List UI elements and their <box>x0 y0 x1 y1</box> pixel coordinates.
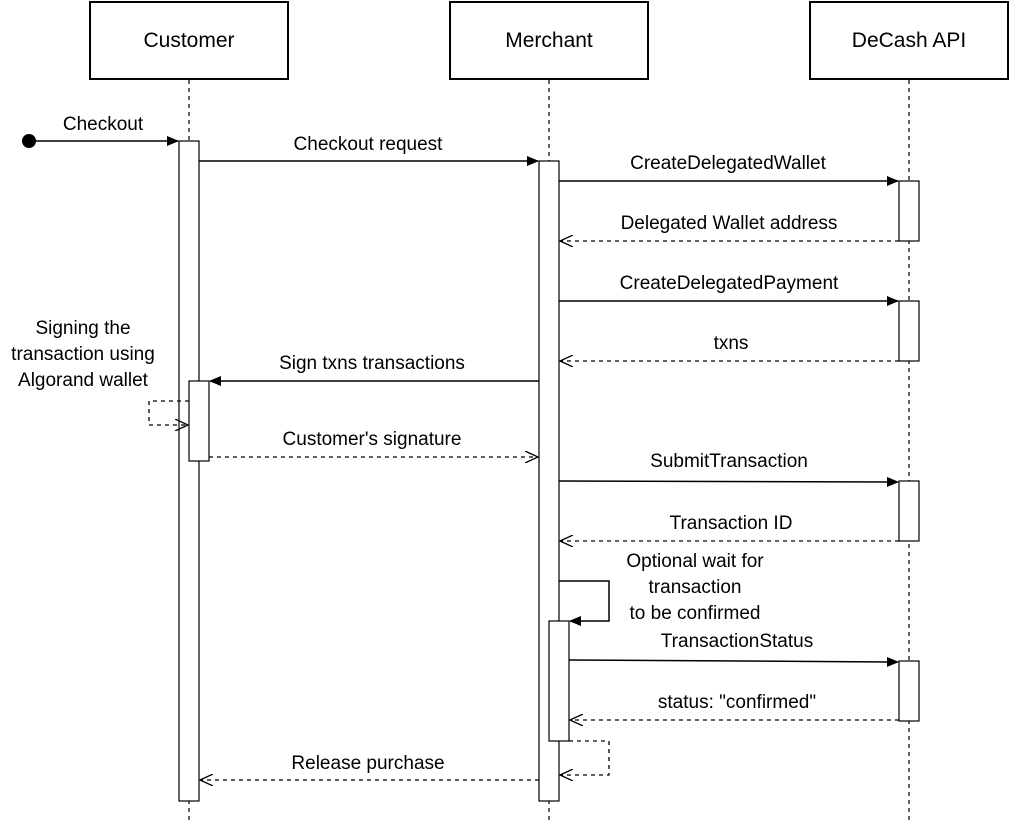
wait-note-line1: Optional wait for <box>626 551 764 572</box>
delegated-wallet-address-label: Delegated Wallet address <box>621 213 838 234</box>
decash-activation-submit <box>898 480 920 542</box>
participant-merchant: Merchant <box>449 1 649 80</box>
signing-note-line1: Signing the <box>35 318 130 339</box>
create-delegated-payment-label: CreateDelegatedPayment <box>620 273 839 294</box>
merchant-wait-activation <box>548 620 570 742</box>
wait-self-return <box>560 740 610 775</box>
transaction-status-label: TransactionStatus <box>661 631 813 652</box>
customers-signature-label: Customer's signature <box>283 429 462 450</box>
release-purchase-label: Release purchase <box>291 753 444 774</box>
decash-activation-status <box>898 660 920 722</box>
submit-transaction-label: SubmitTransaction <box>650 451 808 472</box>
transaction-id-label: Transaction ID <box>670 513 793 534</box>
transaction-status-arrow <box>568 656 899 667</box>
decash-activation-payment <box>898 300 920 362</box>
signing-self-loop <box>148 400 189 425</box>
decash-activation-wallet <box>898 180 920 242</box>
checkout-label: Checkout <box>63 114 144 135</box>
txns-label: txns <box>714 333 749 354</box>
sign-txns-label: Sign txns transactions <box>279 353 465 374</box>
create-delegated-wallet-label: CreateDelegatedWallet <box>630 153 826 174</box>
customer-activation <box>178 140 200 802</box>
wait-self-call <box>559 580 610 626</box>
signing-note-line3: Algorand wallet <box>18 370 149 391</box>
signing-note-line2: transaction using <box>11 344 155 365</box>
customer-signing-activation <box>188 380 210 462</box>
status-confirmed-label: status: "confirmed" <box>658 692 816 713</box>
participant-decash-api: DeCash API <box>809 1 1009 80</box>
wait-note-line3: to be confirmed <box>630 603 761 624</box>
submit-transaction-arrow <box>558 476 899 487</box>
participant-customer: Customer <box>89 1 289 80</box>
wait-note-line2: transaction <box>649 577 742 598</box>
checkout-request-label: Checkout request <box>294 134 444 155</box>
